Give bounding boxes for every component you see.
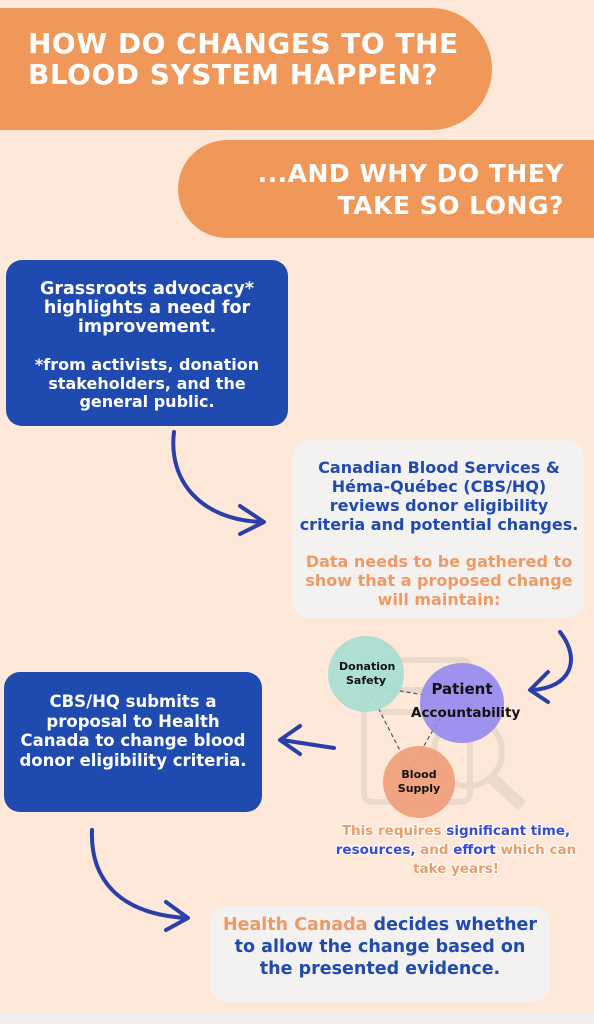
arrow-to-review — [171, 430, 266, 536]
submit-step: CBS/HQ submits a proposal to Health Cana… — [4, 672, 262, 812]
decide-highlight: Health Canada — [222, 915, 368, 935]
decide-step: Health Canada decides whether to allow t… — [210, 906, 550, 1002]
accountability-label: Accountability — [411, 705, 521, 721]
requires-part2: which can take years! — [413, 842, 577, 877]
decide-rest: decides whether to allow the change base… — [234, 915, 538, 979]
donation-safety-label: Donation Safety — [339, 660, 396, 687]
donation-safety-circle: Donation Safety — [328, 636, 404, 712]
advocacy-text: Grassroots advocacy* highlights a need f… — [39, 279, 255, 337]
blood-supply-circle: Blood Supply — [383, 746, 455, 818]
requires-and: and — [415, 842, 454, 858]
decide-text: Health Canada decides whether to allow t… — [216, 914, 544, 980]
arrow-to-decide — [89, 828, 190, 932]
data-note: Data needs to be gathered to show that a… — [305, 552, 573, 609]
patient-circle: Patient — [420, 663, 504, 743]
significant-time: significant time, — [446, 823, 571, 839]
advocacy-note: *from activists, donation stakeholders, … — [34, 355, 260, 411]
blood-supply-label: Blood Supply — [397, 768, 441, 795]
resources: resources, — [335, 842, 416, 858]
review-text: Canadian Blood Services & Héma-Québec (C… — [299, 458, 579, 534]
bottom-strip — [0, 1014, 594, 1024]
subtitle-banner: ...AND WHY DO THEY TAKE SO LONG? — [178, 140, 594, 238]
page-title: HOW DO CHANGES TO THE BLOOD SYSTEM HAPPE… — [28, 27, 459, 91]
arrow-to-factors — [528, 630, 573, 704]
title-banner: HOW DO CHANGES TO THE BLOOD SYSTEM HAPPE… — [0, 8, 492, 130]
patient-label: Patient — [431, 680, 493, 698]
requires-note: This requires significant time, resource… — [318, 822, 594, 879]
effort: effort — [453, 842, 496, 858]
review-step: Canadian Blood Services & Héma-Québec (C… — [292, 440, 584, 618]
submit-text: CBS/HQ submits a proposal to Health Cana… — [19, 692, 247, 770]
requires-part1: This requires — [341, 823, 447, 839]
page-subtitle: ...AND WHY DO THEY TAKE SO LONG? — [257, 159, 564, 220]
advocacy-step: Grassroots advocacy* highlights a need f… — [6, 260, 288, 426]
arrow-to-submit — [278, 724, 336, 756]
